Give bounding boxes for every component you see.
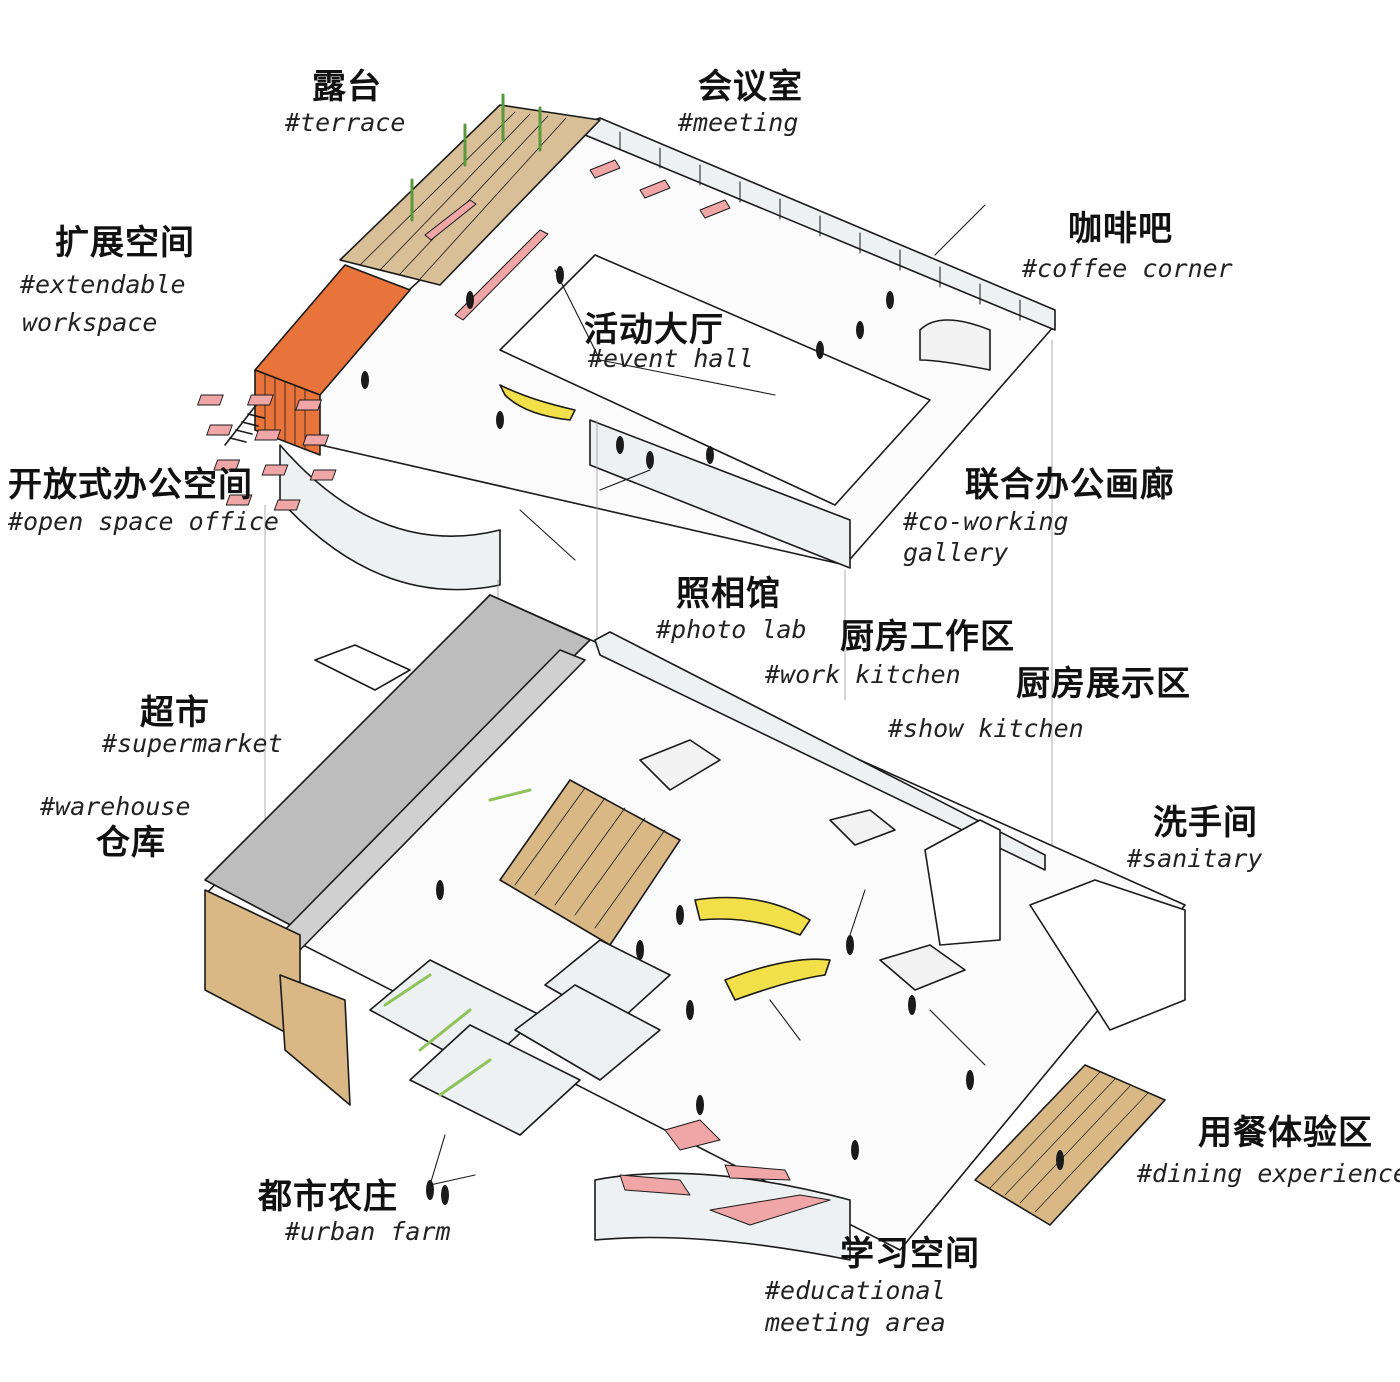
farm-plants bbox=[383, 788, 532, 1097]
label-sanitary-zh: 洗手间 bbox=[1153, 803, 1258, 843]
label-coworking-zh: 联合办公画廊 bbox=[965, 465, 1175, 505]
lower-people bbox=[426, 880, 1064, 1205]
coffee-bar-counter bbox=[919, 319, 991, 371]
label-terrace-en: #terrace bbox=[285, 108, 406, 137]
terrace-slats bbox=[359, 111, 567, 280]
label-open-office-en: #open space office bbox=[8, 507, 279, 536]
lower-floor bbox=[204, 594, 1186, 1261]
label-extendable-en2: workspace bbox=[22, 308, 158, 337]
leader-lines bbox=[429, 204, 986, 1186]
dining-deck-slats bbox=[989, 1071, 1149, 1213]
kitchen-islands bbox=[639, 739, 966, 991]
education-pink-tables bbox=[619, 1119, 831, 1226]
exterior-stair bbox=[224, 399, 265, 446]
label-coworking-en1: #co-working bbox=[903, 507, 1069, 536]
dining-deck bbox=[974, 1064, 1166, 1226]
wooden-tribune bbox=[499, 779, 681, 946]
coworking-front-wall bbox=[589, 419, 851, 569]
education-front-wall bbox=[594, 1172, 851, 1261]
label-extendable-zh: 扩展空间 bbox=[55, 223, 195, 263]
label-supermarket-zh: 超市 bbox=[140, 693, 210, 733]
warehouse-wall bbox=[204, 594, 591, 931]
label-extendable-en1: #extendable bbox=[20, 270, 186, 299]
label-terrace-zh: 露台 bbox=[312, 67, 382, 107]
label-event-en: #event hall bbox=[588, 344, 754, 373]
label-event-zh: 活动大厅 bbox=[584, 310, 724, 350]
urban-farm-shelves bbox=[369, 939, 671, 1136]
label-urban-farm-zh: 都市农庄 bbox=[258, 1177, 398, 1217]
label-education-en1: #educational bbox=[765, 1276, 946, 1305]
label-coffee-zh: 咖啡吧 bbox=[1068, 209, 1173, 249]
sanitary-core bbox=[924, 819, 1001, 946]
label-education-zh: 学习空间 bbox=[840, 1234, 980, 1274]
meeting-tables bbox=[424, 159, 731, 321]
label-photo-zh: 照相馆 bbox=[676, 574, 781, 614]
label-work-kitchen-en: #work kitchen bbox=[765, 660, 961, 689]
upper-people bbox=[361, 266, 894, 469]
label-dining-en: #dining experience bbox=[1137, 1159, 1400, 1188]
label-show-kitchen-en: #show kitchen bbox=[888, 714, 1084, 743]
terrace-deck bbox=[339, 104, 601, 286]
label-dining-zh: 用餐体验区 bbox=[1198, 1113, 1373, 1153]
label-education-en2: meeting area bbox=[765, 1308, 946, 1337]
upper-back-mullions bbox=[619, 131, 1021, 321]
kitchen-back-wall bbox=[594, 631, 1046, 871]
label-meeting-zh: 会议室 bbox=[698, 67, 803, 107]
wood-cladding-curve bbox=[279, 974, 351, 1106]
open-office-front-wall bbox=[279, 444, 501, 591]
yellow-counter-1 bbox=[694, 896, 811, 936]
delivery-van bbox=[314, 644, 411, 691]
label-warehouse-zh: 仓库 bbox=[96, 823, 166, 863]
label-open-office-zh: 开放式办公空间 bbox=[8, 465, 253, 505]
label-urban-farm-en: #urban farm bbox=[285, 1217, 451, 1246]
open-office-desks bbox=[197, 394, 337, 511]
label-coffee-en: #coffee corner bbox=[1022, 254, 1233, 283]
terrace-plants bbox=[410, 93, 542, 222]
label-sanitary-en: #sanitary bbox=[1127, 844, 1263, 873]
upper-floor bbox=[197, 93, 1056, 591]
label-show-kitchen-zh: 厨房展示区 bbox=[1016, 664, 1191, 704]
label-coworking-en2: gallery bbox=[903, 538, 1009, 567]
label-work-kitchen-zh: 厨房工作区 bbox=[840, 617, 1015, 657]
yellow-counter-2 bbox=[724, 958, 831, 1001]
toilet-stalls bbox=[1029, 879, 1186, 1031]
label-supermarket-en: #supermarket bbox=[102, 729, 283, 758]
tribune-steps bbox=[514, 787, 666, 929]
yellow-sofa bbox=[499, 384, 576, 421]
label-meeting-en: #meeting bbox=[678, 108, 799, 137]
label-warehouse-en: #warehouse bbox=[40, 792, 191, 821]
label-photo-en: #photo lab bbox=[656, 615, 807, 644]
